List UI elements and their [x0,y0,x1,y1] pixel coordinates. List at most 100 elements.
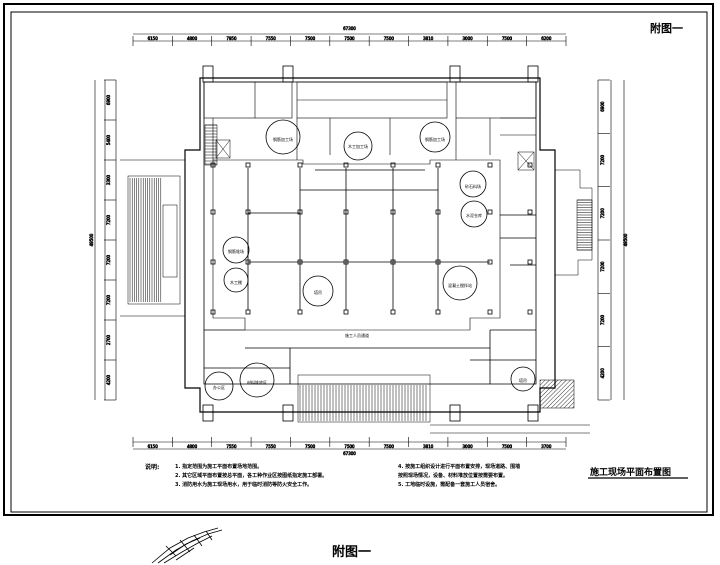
column [487,209,493,215]
column [527,209,533,215]
label-top-right: 钢筋加工场 [425,137,445,142]
dimension-label: 2700 [106,334,111,345]
right-dimension-chain: 6900 7200 7200 7200 7200 4200 49500 [597,79,628,401]
top-rooms [203,81,537,160]
equipment-circle [459,170,487,198]
label-center-left: 塔吊 [314,290,322,295]
label-bottom-left-1: 办公区 [213,385,225,390]
dimension-total: 49500 [623,233,628,246]
dimension-label: 3000 [462,444,473,449]
dimension-label: 6150 [148,444,159,449]
dimension-total: 67300 [343,451,356,456]
equipment-circle [343,131,373,161]
column [343,162,349,168]
equipment-circle [223,267,249,293]
column [527,162,533,168]
dimension-label: 7500 [305,444,316,449]
dimension-label: 6900 [600,101,605,112]
dimension-total: 49500 [89,233,94,246]
dimension-label: 5400 [106,134,111,145]
note-item: 按照现场情况，设备、材料堆放位置按需要布置。 [398,473,509,479]
column [245,309,251,315]
equipment-circles [204,119,536,401]
outer-border [3,3,714,516]
note-item: 1. 指定范围为施工平面布置场地范围。 [175,464,263,470]
column [527,259,533,265]
column [210,209,216,215]
label-top-mid: 木工加工场 [348,144,368,149]
inner-border [10,11,708,513]
equipment-circle [442,265,478,301]
dimension-label: 7200 [106,214,111,225]
note-item: 5. 工地临时设施，需配备一套施工人员宿舍。 [398,482,501,488]
label-mid-right-1: 砂石料场 [465,184,481,189]
dimension-label: 7200 [600,314,605,325]
column [487,309,493,315]
dimension-label: 7500 [305,36,316,41]
dimension-label: 4200 [600,368,605,379]
dimension-label: 4800 [187,444,198,449]
label-bottom-left-2: 材料堆放区 [247,380,267,385]
equipment-circle [204,371,234,401]
note-item: 3. 消防用水为施工现场用水，用于临时消防等防火安全工作。 [175,482,313,488]
dimension-label: 3700 [541,444,552,449]
note-item: 2. 其它区域平面布置按总平面，各工种作业区按图纸指定施工部署。 [175,473,328,479]
dimension-label: 7500 [502,36,513,41]
left-stair-block [127,124,218,305]
note-item: 4. 按施工组织设计进行平面布置安排，现场道路、围墙 [398,464,521,470]
column [527,309,533,315]
column [390,162,396,168]
dimension-label: 7200 [106,294,111,305]
dimension-label: 7200 [600,208,605,219]
label-mid-left-1: 钢筋堆场 [228,249,244,254]
equipment-circle [419,121,451,153]
dimension-label: 7200 [106,254,111,265]
label-mid-right-2: 水泥仓库 [466,213,482,218]
bottom-stair-block [297,374,575,423]
right-stair-block [215,139,593,276]
sheet-label: 附图一 [650,22,683,35]
label-center-right: 混凝土搅拌站 [448,283,472,288]
label-top-left: 钢筋加工场 [273,137,293,142]
column [297,162,303,168]
site-boundary [120,159,590,434]
dimension-label: 6200 [541,36,552,41]
column [343,309,349,315]
plan-title: 施工现场平面布置图 [590,468,672,478]
dimension-label: 6150 [148,36,159,41]
equipment-circle [239,362,275,398]
notes-label: 说明: [145,464,160,471]
dimension-label: 7200 [600,261,605,272]
column [245,162,251,168]
dimension-label: 3000 [462,36,473,41]
dimension-label: 7550 [266,444,277,449]
dimension-label: 6900 [106,94,111,105]
label-corridor: 施工人员通道 [345,333,369,338]
dimension-label: 4800 [187,36,198,41]
dimension-label: 3300 [106,174,111,185]
interior-partitions [204,168,536,384]
notes-right: 4. 按施工组织设计进行平面布置安排，现场道路、围墙 按照现场情况，设备、材料堆… [398,463,520,490]
column [210,259,216,265]
column [435,309,441,315]
label-mid-left-2: 木工棚 [230,280,242,285]
dimension-label: 7500 [502,444,513,449]
dimension-label: 4200 [106,374,111,385]
dimension-label: 7500 [384,444,395,449]
sketch-mark [151,527,223,564]
dimension-label: 7550 [226,444,237,449]
column [390,309,396,315]
dimension-label: 7500 [344,36,355,41]
left-dimension-chain: 6900 5400 3300 7200 7200 7200 2700 4200 49500 [89,79,117,401]
equipment-circle [222,236,250,264]
dimension-label: 7200 [600,154,605,165]
dimension-total: 67300 [343,26,356,31]
bottom-dimension-chain: 6150 4800 7550 7550 7500 7500 7500 3810 3000 7500… [132,437,567,456]
column [210,309,216,315]
dimension-label: 7500 [344,444,355,449]
dimension-label: 3810 [423,444,434,449]
dimension-label: 7500 [384,36,395,41]
label-bottom-right: 塔吊 [519,378,527,383]
